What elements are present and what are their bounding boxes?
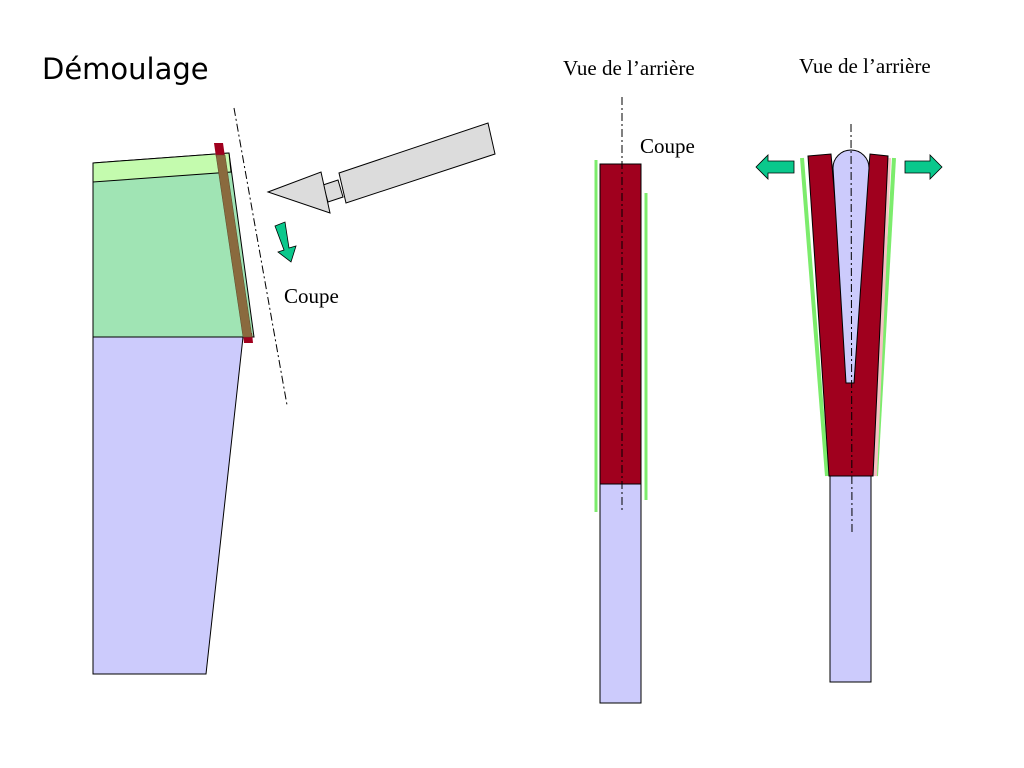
arrow-right-teal-icon bbox=[904, 154, 943, 180]
blade-tool-icon bbox=[266, 122, 496, 214]
side-view-part-top-tip bbox=[214, 143, 225, 157]
back-view-right bbox=[755, 123, 943, 683]
arrow-left-teal-icon bbox=[755, 154, 795, 180]
right-core bbox=[832, 149, 870, 384]
side-view bbox=[92, 107, 496, 675]
page-title: Démoulage bbox=[42, 52, 209, 86]
side-view-body bbox=[92, 336, 244, 675]
back-view-label-1: Vue de l’arrière bbox=[563, 56, 695, 80]
right-edge-left bbox=[800, 157, 829, 477]
middle-body bbox=[599, 483, 642, 704]
right-axis-line bbox=[850, 123, 853, 535]
cut-label-middle: Coupe bbox=[640, 134, 695, 158]
back-view-middle bbox=[594, 97, 648, 704]
middle-part bbox=[599, 163, 642, 485]
cut-label-left: Coupe bbox=[284, 284, 339, 308]
back-view-label-2: Vue de l’arrière bbox=[799, 54, 931, 78]
side-view-part-strip bbox=[215, 154, 253, 338]
right-body bbox=[829, 474, 872, 683]
side-view-mold-top-band bbox=[92, 152, 232, 183]
side-view-cut-line bbox=[233, 107, 288, 406]
arrow-down-teal-icon bbox=[274, 221, 297, 263]
